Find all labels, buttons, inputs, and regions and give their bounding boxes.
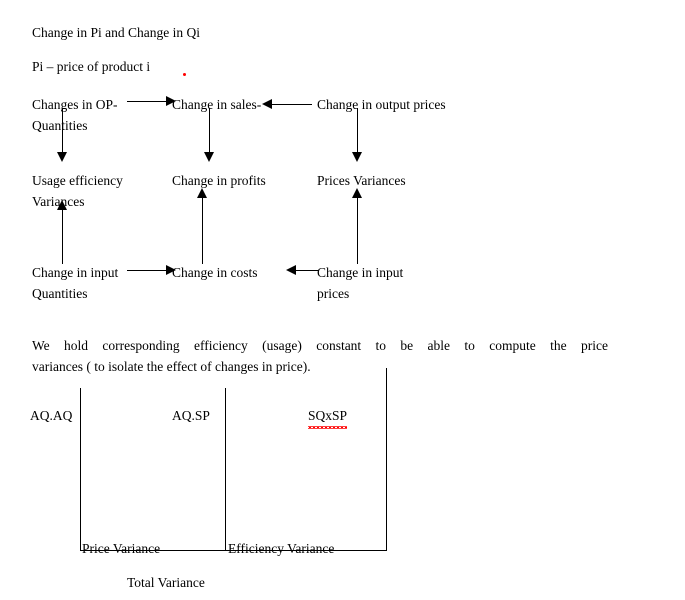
node-change-in-output-prices: Change in output prices [317,97,446,112]
bracket-label-efficiency-variance: Efficiency Variance [228,541,335,556]
connector-input-prices-to-costs-shaft [296,270,318,271]
node-changes-in-op-quantities-line1: Changes in OP- [32,97,118,112]
variance-column-label-aq-sp: AQ.SP [172,408,210,423]
node-change-in-input-quantities-line2: Quantities [32,286,88,301]
paragraph-line-2: variances ( to isolate the effect of cha… [32,359,311,374]
arrowhead-up-to-prices-variances [352,188,362,198]
explanatory-paragraph: We hold corresponding efficiency (usage)… [32,335,608,377]
arrowhead-down-to-profits [204,152,214,162]
arrowhead-right-to-sales [166,96,176,106]
arrowhead-down-to-usage [57,152,67,162]
variance-divider-right [386,368,387,550]
node-usage-efficiency-line1: Usage efficiency [32,173,123,188]
connector-input-quantities-to-usage-shaft [62,208,63,264]
arrowhead-left-to-costs [286,265,296,275]
connector-input-quantities-to-costs-shaft [127,270,169,271]
spellcheck-mark-definition [183,73,186,76]
arrowhead-down-to-prices-variances [352,152,362,162]
connector-input-prices-to-prices-variances-shaft [357,196,358,264]
node-change-in-input-quantities-line1: Change in input [32,265,119,280]
node-change-in-costs: Change in costs [172,265,258,280]
definition-line: Pi – price of product i [32,59,151,74]
variance-column-label-sq-sp: SQxSP [308,405,348,429]
bracket-line-efficiency-variance [225,550,387,551]
connector-op-quantities-to-sales-shaft [127,101,169,102]
variance-divider-middle [225,388,226,550]
connector-output-prices-to-prices-variances-shaft [357,108,358,156]
total-variance-label: Total Variance [127,575,205,590]
arrowhead-right-to-costs [166,265,176,275]
node-changes-in-op-quantities-line2: Quantities [32,118,88,133]
arrowhead-up-to-usage-variances [57,200,67,210]
node-change-in-profits: Change in profits [172,173,266,188]
connector-sales-to-profits-shaft [209,108,210,156]
bracket-line-price-variance [80,550,226,551]
arrowhead-up-to-profits [197,188,207,198]
variance-column-label-aq-ap: AQ.AQ [30,408,73,423]
page-title: Change in Pi and Change in Qi [32,25,200,40]
node-change-in-input-prices-line1: Change in input [317,265,404,280]
variance-divider-left [80,388,81,550]
node-prices-variances: Prices Variances [317,173,406,188]
arrowhead-left-to-sales [262,99,272,109]
node-change-in-input-prices-line2: prices [317,286,350,301]
connector-output-prices-to-sales-shaft [272,104,312,105]
connector-op-quantities-to-usage-shaft [62,108,63,156]
paragraph-line-1: We hold corresponding efficiency (usage)… [32,338,608,353]
connector-costs-to-profits-shaft [202,196,203,264]
node-change-in-sales: Change in sales- [172,97,262,112]
bracket-label-price-variance: Price Variance [82,541,161,556]
variance-column-label-sq-sp-text: SQxSP [308,405,348,429]
